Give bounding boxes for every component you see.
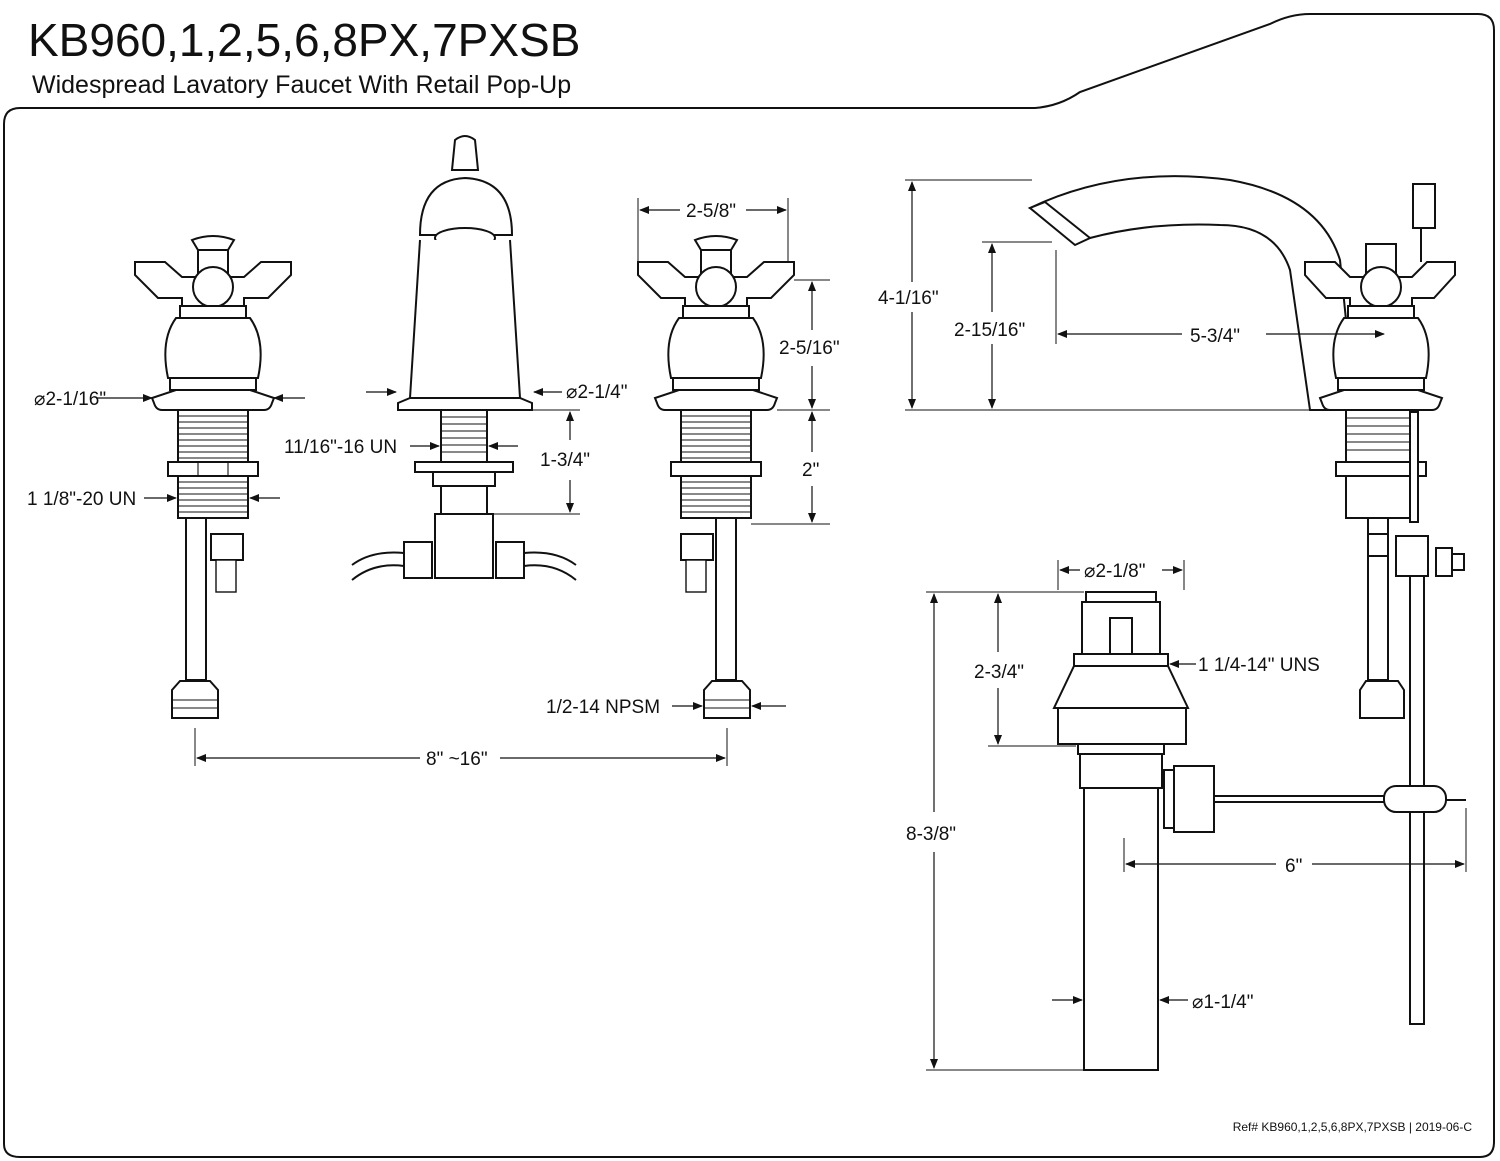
faucet-side-view bbox=[1027, 175, 1465, 1025]
popup-drain bbox=[1052, 591, 1466, 1071]
dim-spout-clearance: 2-15/16" bbox=[954, 320, 1025, 341]
dim-spout-shank-length: 1-3/4" bbox=[540, 450, 590, 471]
dim-handle-thread: 1 1/8"-20 UN bbox=[27, 489, 136, 510]
left-handle-valve bbox=[134, 235, 292, 719]
dim-handle-shank-length: 2" bbox=[802, 460, 819, 481]
dim-spout-base-dia: ⌀2-1/4" bbox=[566, 382, 628, 403]
dim-drain-flange-dia: ⌀2-1/8" bbox=[1084, 561, 1146, 582]
dim-tailpiece-dia: ⌀1-1/4" bbox=[1192, 992, 1254, 1013]
page-subtitle: Widespread Lavatory Faucet With Retail P… bbox=[32, 71, 571, 99]
right-handle-valve bbox=[637, 235, 795, 719]
page-title: KB960,1,2,5,6,8PX,7PXSB bbox=[28, 14, 580, 66]
spout-front-view bbox=[351, 135, 577, 581]
dim-handle-width: 2-5/8" bbox=[686, 201, 736, 222]
dim-spread: 8" ~16" bbox=[426, 749, 488, 770]
dim-handle-height: 2-5/16" bbox=[779, 338, 840, 359]
dim-drain-overall-length: 8-3/8" bbox=[906, 824, 956, 845]
dim-handle-flange-dia: ⌀2-1/16" bbox=[34, 389, 106, 410]
dim-overall-height: 4-1/16" bbox=[878, 288, 939, 309]
reference-note: Ref# KB960,1,2,5,6,8PX,7PXSB | 2019-06-C bbox=[1233, 1120, 1473, 1134]
dimension-lines bbox=[96, 179, 1467, 1071]
dim-lift-rod-offset: 6" bbox=[1285, 856, 1302, 877]
sheet-border bbox=[3, 13, 1495, 1158]
dim-spout-reach: 5-3/4" bbox=[1190, 326, 1240, 347]
dim-drain-flange-height: 2-3/4" bbox=[974, 662, 1024, 683]
dim-spout-thread: 11/16"-16 UN bbox=[284, 437, 397, 458]
dim-supply-thread: 1/2-14 NPSM bbox=[546, 697, 660, 718]
dim-drain-thread: 1 1/4-14" UNS bbox=[1198, 655, 1320, 676]
